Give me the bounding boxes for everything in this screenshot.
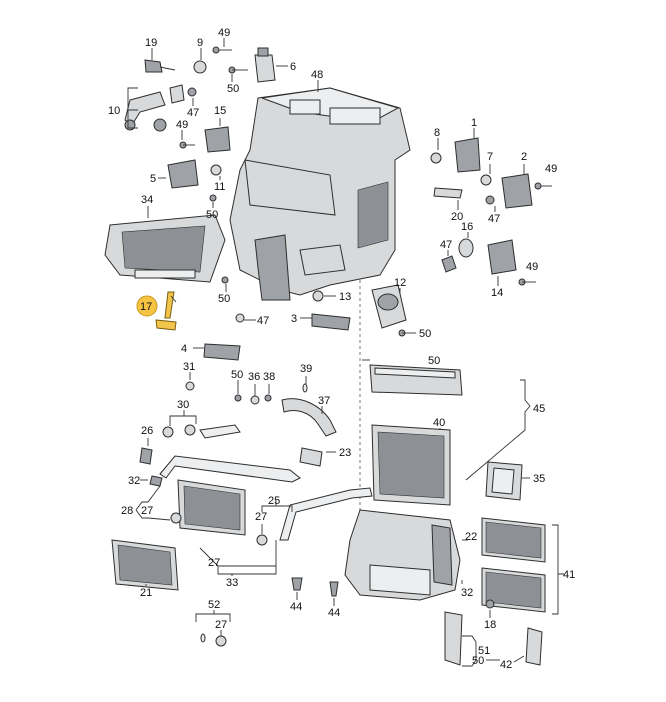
callout-23: 23 — [339, 447, 351, 459]
callout-42: 42 — [500, 659, 512, 671]
callout-6: 6 — [290, 61, 296, 73]
callout-19: 19 — [145, 37, 157, 49]
callout-7: 7 — [487, 151, 493, 163]
callout-27: 27 — [215, 619, 227, 631]
callout-20: 20 — [451, 211, 463, 223]
callout-40: 40 — [433, 417, 445, 429]
callout-47: 47 — [257, 315, 269, 327]
callout-1: 1 — [471, 117, 477, 129]
callout-33: 33 — [226, 577, 238, 589]
callout-16: 16 — [461, 221, 473, 233]
callout-28: 28 — [121, 505, 133, 517]
callout-45: 45 — [533, 403, 545, 415]
callout-2: 2 — [521, 151, 527, 163]
callout-10: 10 — [108, 105, 120, 117]
callout-52: 52 — [208, 599, 220, 611]
callout-11: 11 — [214, 181, 225, 193]
right-actuators — [430, 137, 552, 286]
callout-5: 5 — [150, 173, 156, 185]
callout-17: 17 — [140, 301, 152, 313]
callout-3: 3 — [291, 313, 297, 325]
callout-4: 4 — [181, 343, 187, 355]
callout-15: 15 — [214, 105, 226, 117]
callout-8: 8 — [434, 127, 440, 139]
callout-47: 47 — [488, 213, 500, 225]
callout-27: 27 — [255, 511, 267, 523]
callout-27: 27 — [141, 505, 153, 517]
callout-44: 44 — [290, 601, 302, 613]
evaporator-40 — [369, 364, 463, 506]
air-inlet-34 — [104, 214, 226, 283]
callout-labels: 19 9 49 6 48 50 10 47 15 49 5 11 50 34 8… — [108, 27, 575, 671]
callout-49: 49 — [218, 27, 230, 39]
callout-51: 51 — [478, 645, 490, 657]
hvac-housing-48 — [229, 87, 411, 301]
callout-50: 50 — [227, 83, 239, 95]
callout-41: 41 — [563, 569, 575, 581]
radiator-21 — [111, 539, 179, 591]
highlight-17-badge — [136, 295, 158, 317]
callout-39: 39 — [300, 363, 312, 375]
hoses-and-pipes — [139, 381, 373, 541]
callout-34: 34 — [141, 194, 153, 206]
callout-44: 44 — [328, 607, 340, 619]
callout-38: 38 — [263, 371, 275, 383]
callout-22: 22 — [465, 531, 477, 543]
callout-31: 31 — [183, 361, 195, 373]
callout-50: 50 — [231, 369, 243, 381]
heater-core-33 — [170, 479, 268, 546]
callout-32: 32 — [128, 475, 140, 487]
callout-25: 25 — [268, 495, 280, 507]
callout-50: 50 — [206, 209, 218, 221]
callout-50: 50 — [419, 328, 431, 340]
callout-21: 21 — [140, 587, 152, 599]
callout-50: 50 — [218, 293, 230, 305]
callout-13: 13 — [339, 291, 351, 303]
leader-lines — [127, 38, 564, 667]
callout-48: 48 — [311, 69, 323, 81]
callout-49: 49 — [176, 119, 188, 131]
callout-50: 50 — [472, 655, 484, 667]
callout-50: 50 — [428, 355, 440, 367]
callout-14: 14 — [491, 287, 503, 299]
callout-49: 49 — [545, 163, 557, 175]
callout-26: 26 — [141, 425, 153, 437]
cabin-filters-41 — [481, 517, 546, 613]
callout-35: 35 — [533, 473, 545, 485]
callout-47: 47 — [440, 239, 452, 251]
sensor-part-17 — [155, 291, 177, 331]
filter-frame-35 — [485, 461, 523, 501]
callout-37: 37 — [318, 395, 330, 407]
callout-27: 27 — [208, 557, 220, 569]
callout-12: 12 — [394, 277, 406, 289]
callout-36: 36 — [248, 371, 260, 383]
bottom-small-parts — [200, 577, 543, 666]
callout-9: 9 — [197, 37, 203, 49]
lower-housing — [344, 509, 461, 601]
callout-32: 32 — [461, 587, 473, 599]
callout-49: 49 — [526, 261, 538, 273]
callout-47: 47 — [187, 107, 199, 119]
callout-30: 30 — [177, 399, 189, 411]
callout-18: 18 — [484, 619, 496, 631]
actuator-small-parts — [124, 46, 276, 202]
center-small-parts — [203, 276, 416, 361]
